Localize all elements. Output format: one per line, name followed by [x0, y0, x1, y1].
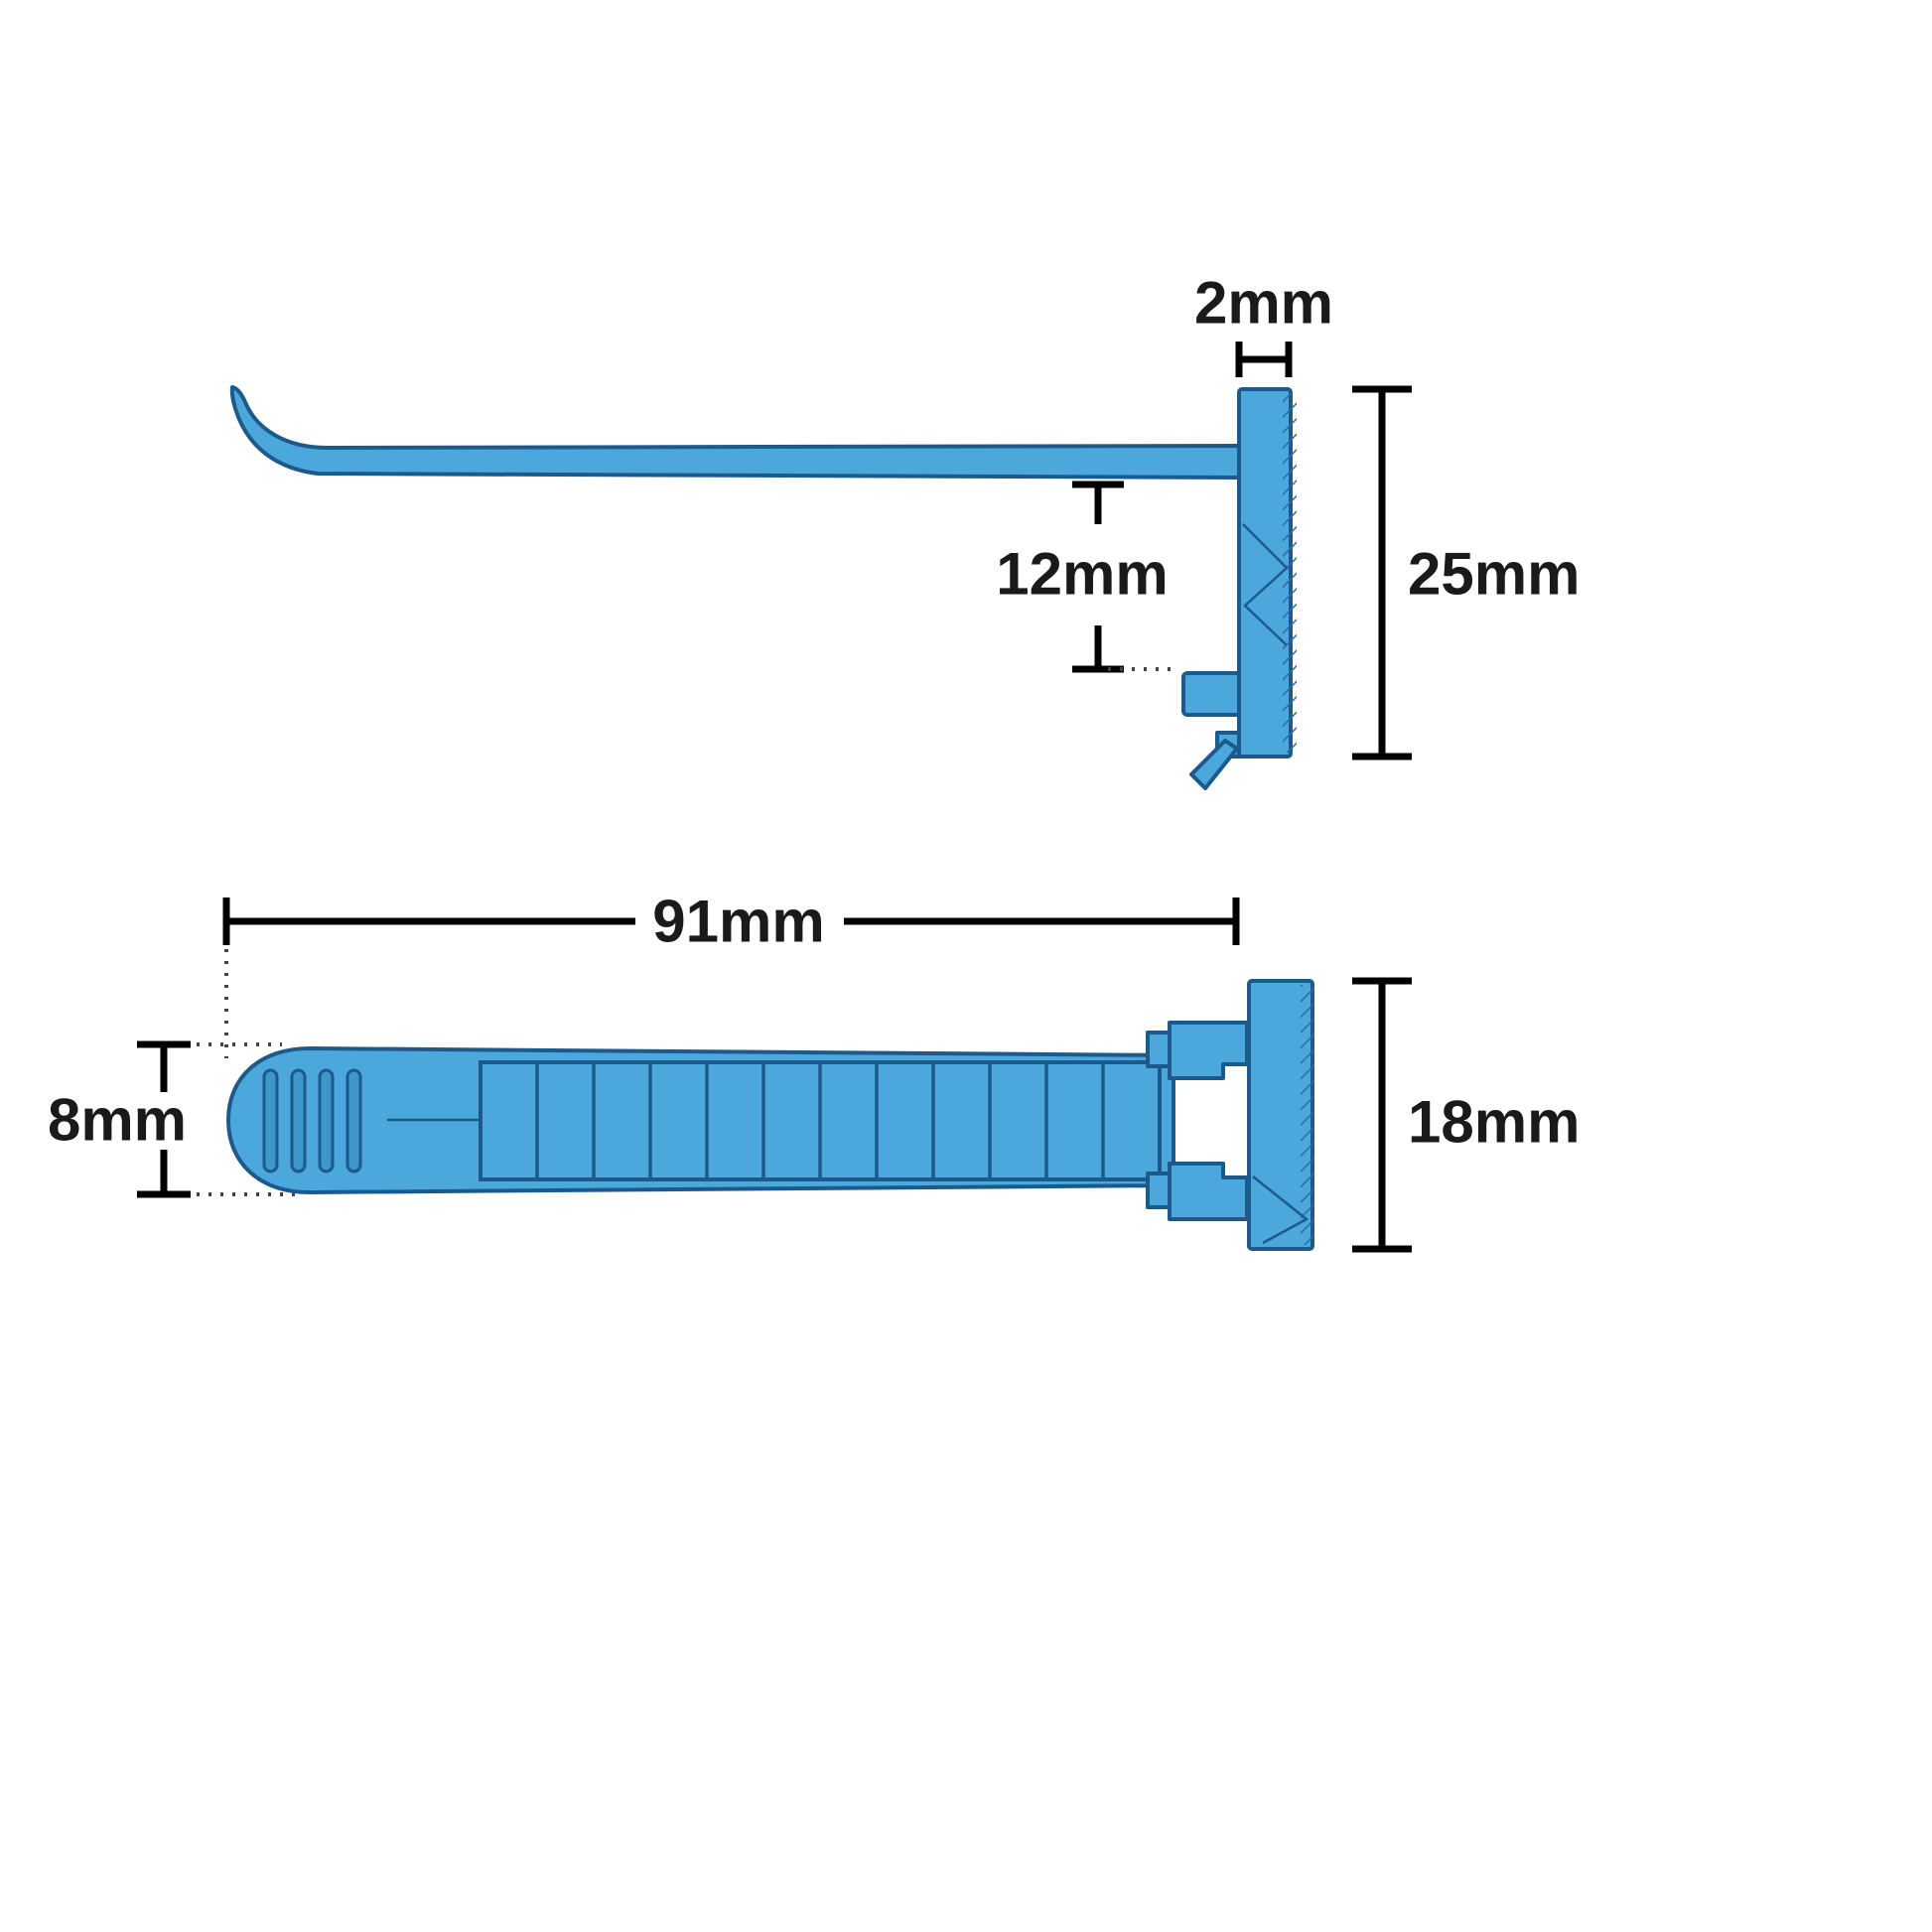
- top-view: 91mm: [48, 889, 1580, 1253]
- buckle-block-top: [1168, 1021, 1249, 1080]
- dim-91mm-label: 91mm: [652, 889, 824, 955]
- dim-12mm-label: 12mm: [996, 541, 1168, 608]
- side-view: 2mm 25mm 12mm: [229, 270, 1580, 790]
- buckle-head: [1146, 1021, 1249, 1221]
- buckle-block-bottom: [1168, 1162, 1249, 1221]
- adhesive-hatch-side: [1283, 393, 1297, 753]
- tip-slot: [318, 1068, 335, 1173]
- plate-mold-lines-top-view: [1252, 1175, 1310, 1245]
- locking-tab-side: [1181, 671, 1243, 717]
- dimension-12mm: 12mm: [996, 481, 1179, 673]
- tip-slot: [345, 1068, 362, 1173]
- tip-slot: [262, 1068, 279, 1173]
- dim-25mm-label: 25mm: [1408, 541, 1580, 608]
- adhesive-hatch-top-view: [1301, 985, 1314, 1245]
- dim-18mm-label: 18mm: [1408, 1089, 1580, 1156]
- dimension-2mm: 2mm: [1194, 270, 1333, 377]
- anchor-foot-side: [1189, 739, 1239, 790]
- dimension-91mm: 91mm: [222, 889, 1240, 955]
- dim-2mm-label: 2mm: [1194, 270, 1333, 337]
- tip-slot: [290, 1068, 307, 1173]
- dimension-8mm: 8mm: [48, 1040, 191, 1198]
- strap-tip-slots: [262, 1068, 362, 1173]
- plate-mold-lines-side: [1242, 523, 1289, 646]
- dimension-18mm: 18mm: [1352, 977, 1580, 1253]
- strap-rib-section: [479, 1060, 1162, 1181]
- dim-8mm-label: 8mm: [48, 1087, 187, 1154]
- dimension-25mm: 25mm: [1352, 385, 1580, 760]
- strap-hook-side: [229, 385, 1241, 480]
- strap-top-view: [226, 1046, 1175, 1194]
